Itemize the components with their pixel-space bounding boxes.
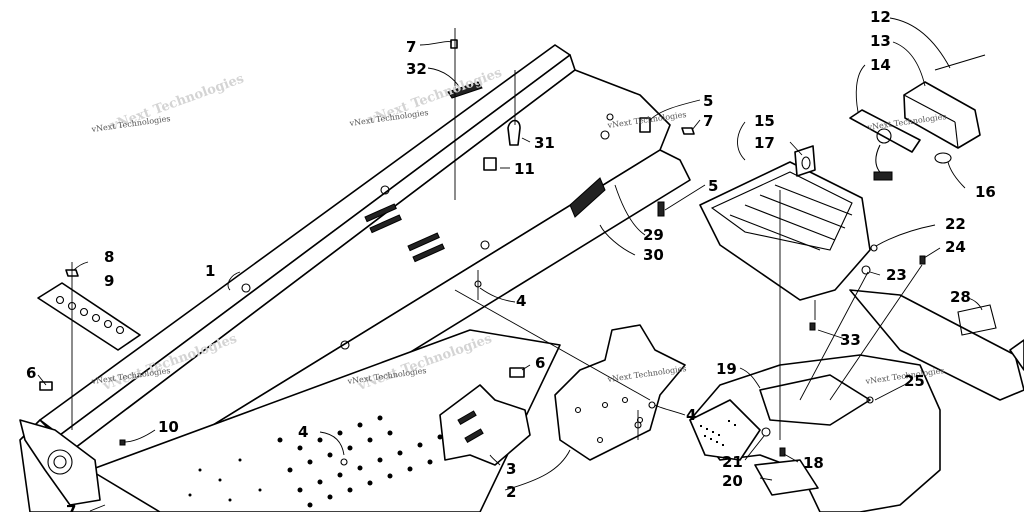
callout-9: 10 [158,418,179,436]
callout-17: 17 [754,134,775,152]
callout-5: 5 [708,177,718,195]
callout-19: 19 [716,360,737,378]
callout-7: 7 [406,38,416,56]
callout-11: 11 [514,160,535,178]
traction-holes [188,415,453,508]
callout-22: 22 [945,215,966,233]
callout-8: 9 [104,272,114,290]
callout-6: 6 [535,354,545,372]
callout-31: 31 [534,134,555,152]
callout-10: 7 [66,502,76,512]
callout-3: 3 [506,460,516,478]
taillight-assembly [849,54,986,181]
callout-1: 1 [205,262,215,280]
callout-23: 23 [886,266,907,284]
tunnel-assembly [19,44,691,512]
callout-2: 2 [506,483,516,501]
rear-bumper-assembly [689,289,1024,512]
callout-7: 7 [703,112,713,130]
callout-7: 8 [104,248,114,266]
callout-16: 16 [975,183,996,201]
callout-20: 20 [722,472,743,490]
callout-4: 4 [298,423,308,441]
callout-12: 12 [870,8,891,26]
callout-24: 24 [945,238,966,256]
bumper-grip-pattern [700,420,736,446]
callout-18: 18 [803,454,824,472]
rear-flap-part-8 [37,282,141,351]
leader-lines [37,17,983,512]
callout-21: 21 [722,453,743,471]
callout-4: 4 [686,406,696,424]
callout-28: 28 [950,288,971,306]
callout-29: 29 [643,226,664,244]
callout-labels: 7 32 11 31 5 7 5 29 30 1 8 9 6 10 4 6 4 … [26,8,996,512]
rack-part-15 [699,145,871,301]
hardware-parts [39,39,926,466]
callout-4: 4 [516,292,526,310]
callout-13: 13 [870,32,891,50]
callout-32: 32 [406,60,427,78]
callout-15: 15 [754,112,775,130]
callout-14: 14 [870,56,891,74]
callout-25: 25 [904,372,925,390]
bracket-part-3 [439,384,531,466]
callout-30: 30 [643,246,664,264]
callout-6: 6 [26,364,36,382]
plate-part-2 [554,324,686,461]
callout-5: 5 [703,92,713,110]
callout-33: 33 [840,331,861,349]
